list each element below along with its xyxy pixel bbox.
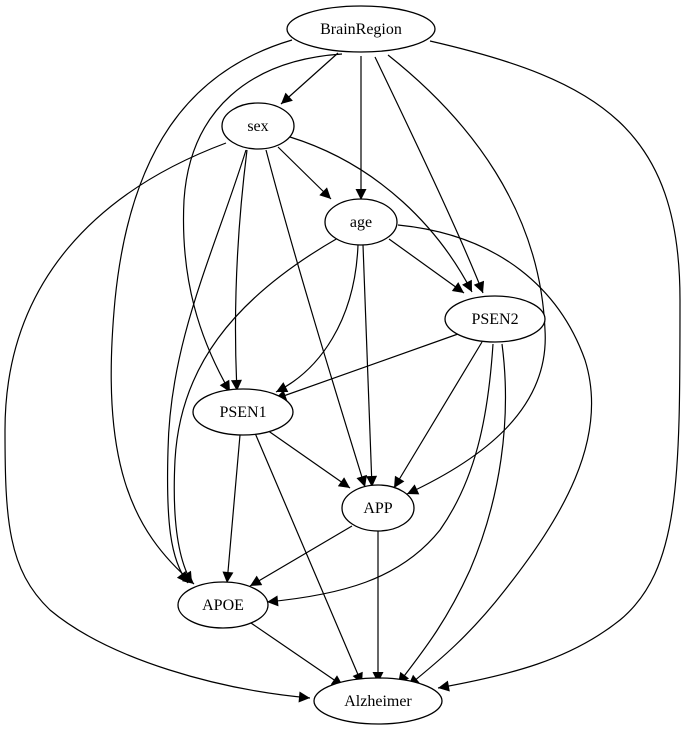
edge-brainregion-apoe: [110, 39, 293, 585]
edge-psen2-app: [393, 341, 483, 489]
node-label-age: age: [350, 214, 372, 231]
edge-brainregion-psen2: [374, 56, 485, 294]
edge-sex-alzheimer: [4, 142, 311, 703]
edge-sex-apoe: [166, 149, 247, 584]
node-label-psen2: PSEN2: [471, 311, 518, 328]
edge-psen2-alzheimer: [397, 343, 507, 685]
node-psen1[interactable]: PSEN1: [192, 388, 294, 436]
edge-brainregion-alzheimer: [429, 40, 681, 692]
edge-age-psen2: [388, 238, 465, 294]
edge-psen2-psen1: [274, 333, 459, 401]
node-label-alzheimer: Alzheimer: [344, 693, 412, 710]
edge-sex-age: [277, 146, 332, 200]
node-label-apoe: APOE: [202, 597, 244, 614]
edge-app-apoe: [249, 525, 353, 587]
edge-brainregion-app: [387, 54, 546, 495]
node-age[interactable]: age: [324, 198, 398, 246]
edge-psen2-apoe: [266, 343, 494, 607]
nodes-layer: BrainRegion sex age PSEN2 PSEN1 APP APOE: [177, 5, 546, 725]
node-apoe[interactable]: APOE: [177, 581, 269, 629]
edge-psen1-alzheimer: [254, 432, 363, 685]
edge-sex-psen1: [230, 149, 248, 392]
node-label-app: APP: [363, 500, 392, 517]
node-alzheimer[interactable]: Alzheimer: [313, 677, 443, 725]
edge-psen1-app: [266, 429, 351, 489]
edges-layer: [4, 39, 681, 703]
node-psen2[interactable]: PSEN2: [444, 295, 546, 343]
edge-age-psen1: [275, 244, 359, 393]
edge-sex-app: [265, 149, 368, 488]
edge-age-alzheimer: [397, 224, 593, 687]
node-label-brainregion: BrainRegion: [320, 21, 402, 38]
node-label-psen1: PSEN1: [219, 404, 266, 421]
node-sex[interactable]: sex: [221, 102, 295, 150]
edge-age-apoe: [173, 237, 339, 584]
node-brainregion[interactable]: BrainRegion: [286, 5, 436, 53]
node-app[interactable]: APP: [341, 484, 415, 532]
edge-brainregion-sex: [280, 52, 339, 105]
edge-psen1-apoe: [222, 434, 241, 584]
edge-sex-psen2: [289, 136, 473, 293]
edge-brainregion-psen1: [182, 53, 343, 393]
node-label-sex: sex: [247, 118, 268, 135]
edge-apoe-alzheimer: [250, 622, 344, 687]
